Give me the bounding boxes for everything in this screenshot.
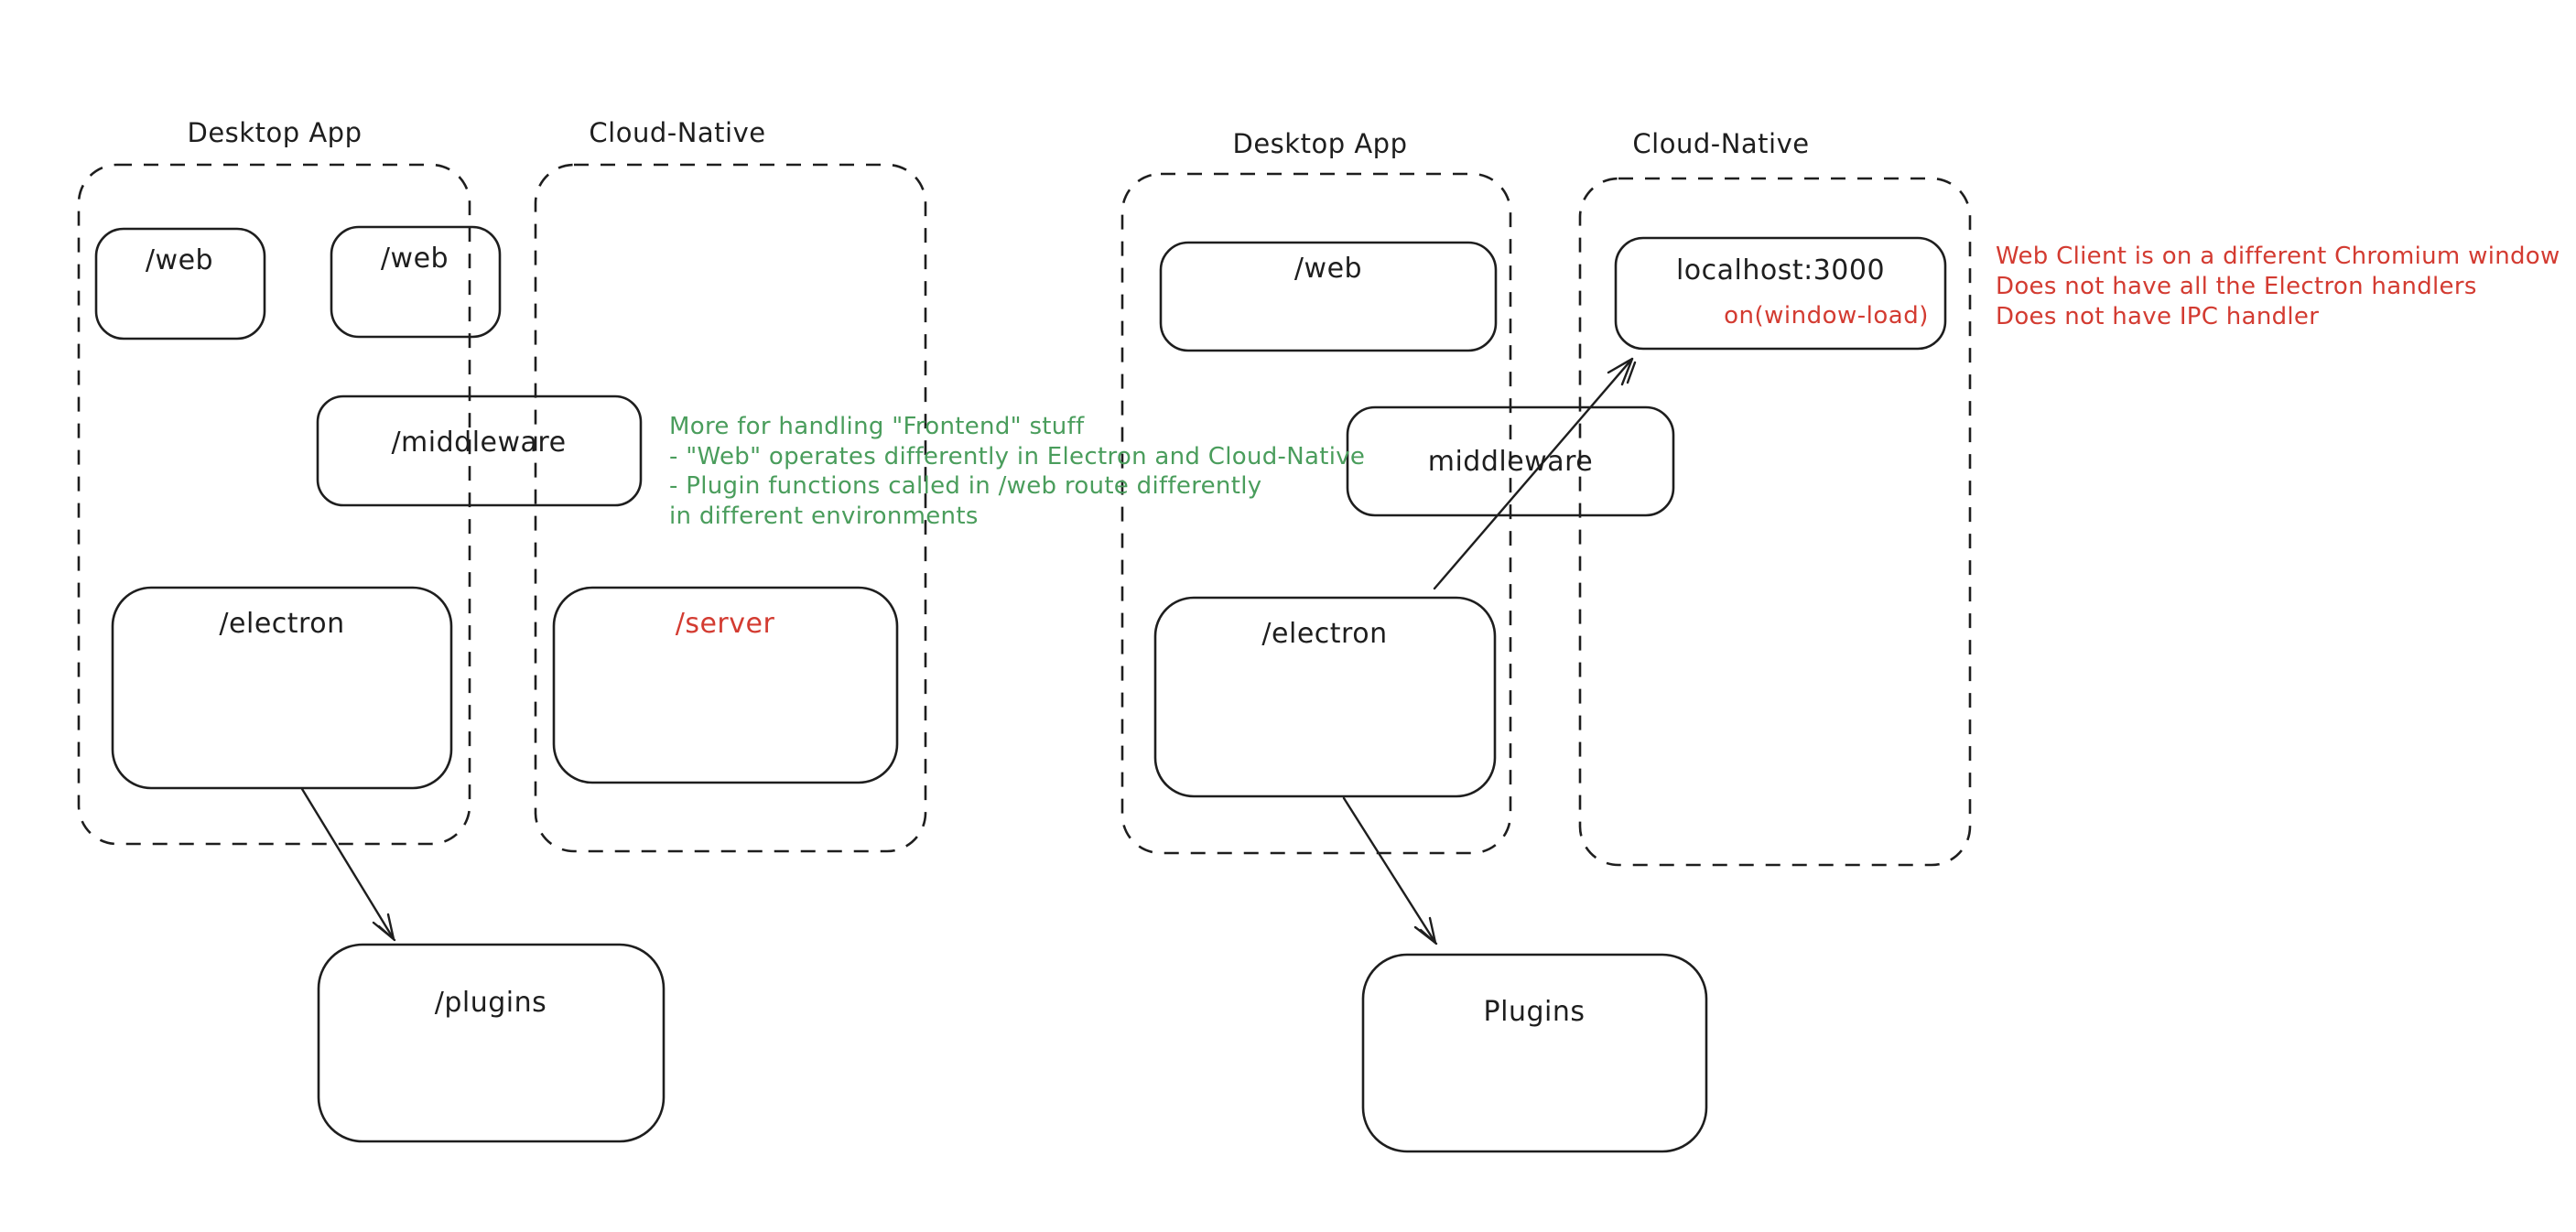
left-cloud-native-title: Cloud-Native bbox=[589, 117, 766, 148]
arrowhead-localhost-sketch bbox=[1626, 361, 1637, 384]
red-note: Web Client is on a different Chromium wi… bbox=[1996, 242, 2560, 332]
right-cloud-native-title: Cloud-Native bbox=[1632, 128, 1810, 159]
left-web-desktop-label: /web bbox=[145, 244, 214, 276]
red-note-line: Web Client is on a different Chromium wi… bbox=[1996, 243, 2560, 270]
right-localhost-label: localhost:3000 bbox=[1675, 254, 1886, 286]
arrowhead-plugins-right-sketch bbox=[1419, 928, 1438, 946]
left-plugins-label: /plugins bbox=[434, 987, 547, 1019]
arrow-electron-to-plugins-left bbox=[300, 787, 395, 941]
right-electron-label: /electron bbox=[1261, 618, 1388, 650]
right-desktop-app-container bbox=[1120, 172, 1512, 855]
left-electron-box bbox=[111, 586, 453, 790]
green-note-line: More for handling "Frontend" stuff bbox=[669, 413, 1085, 440]
green-note-line: - "Web" operates differently in Electron… bbox=[669, 442, 1366, 470]
right-cloud-native-container bbox=[1578, 177, 1972, 867]
arrow-electron-to-plugins-right bbox=[1342, 796, 1437, 945]
red-note-line: Does not have all the Electron handlers bbox=[1996, 273, 2477, 300]
right-localhost-box bbox=[1614, 236, 1947, 351]
left-server-box bbox=[552, 586, 899, 784]
right-middleware-box bbox=[1346, 405, 1675, 517]
red-note-line: Does not have IPC handler bbox=[1996, 303, 2320, 330]
right-window-load-label: on(window-load) bbox=[1724, 302, 1929, 330]
right-plugins-label: Plugins bbox=[1483, 996, 1586, 1028]
left-plugins-box bbox=[317, 943, 666, 1143]
green-note-line: - Plugin functions called in /web route … bbox=[669, 472, 1262, 500]
green-note-line: in different environments bbox=[669, 502, 979, 530]
right-desktop-app-title: Desktop App bbox=[1232, 128, 1408, 159]
right-middleware-label: middleware bbox=[1427, 446, 1594, 478]
right-plugins-box bbox=[1361, 953, 1708, 1153]
left-electron-label: /electron bbox=[219, 608, 345, 640]
left-web-cloud-box bbox=[330, 225, 502, 339]
arrowhead-plugins-left-sketch bbox=[377, 924, 396, 942]
right-web-box bbox=[1159, 241, 1498, 352]
left-middleware-label: /middleware bbox=[391, 427, 567, 459]
arrowhead-localhost bbox=[1607, 357, 1634, 386]
left-web-desktop-box bbox=[94, 227, 266, 340]
left-cloud-native-container bbox=[534, 163, 927, 853]
left-middleware-box bbox=[316, 394, 643, 507]
green-note: More for handling "Frontend" stuff - "We… bbox=[669, 412, 1365, 531]
arrow-electron-to-localhost bbox=[1433, 357, 1634, 590]
right-electron-box bbox=[1153, 596, 1497, 798]
left-web-cloud-label: /web bbox=[380, 243, 449, 275]
left-server-label: /server bbox=[675, 608, 775, 640]
right-web-label: /web bbox=[1293, 253, 1363, 285]
left-desktop-app-title: Desktop App bbox=[187, 117, 363, 148]
